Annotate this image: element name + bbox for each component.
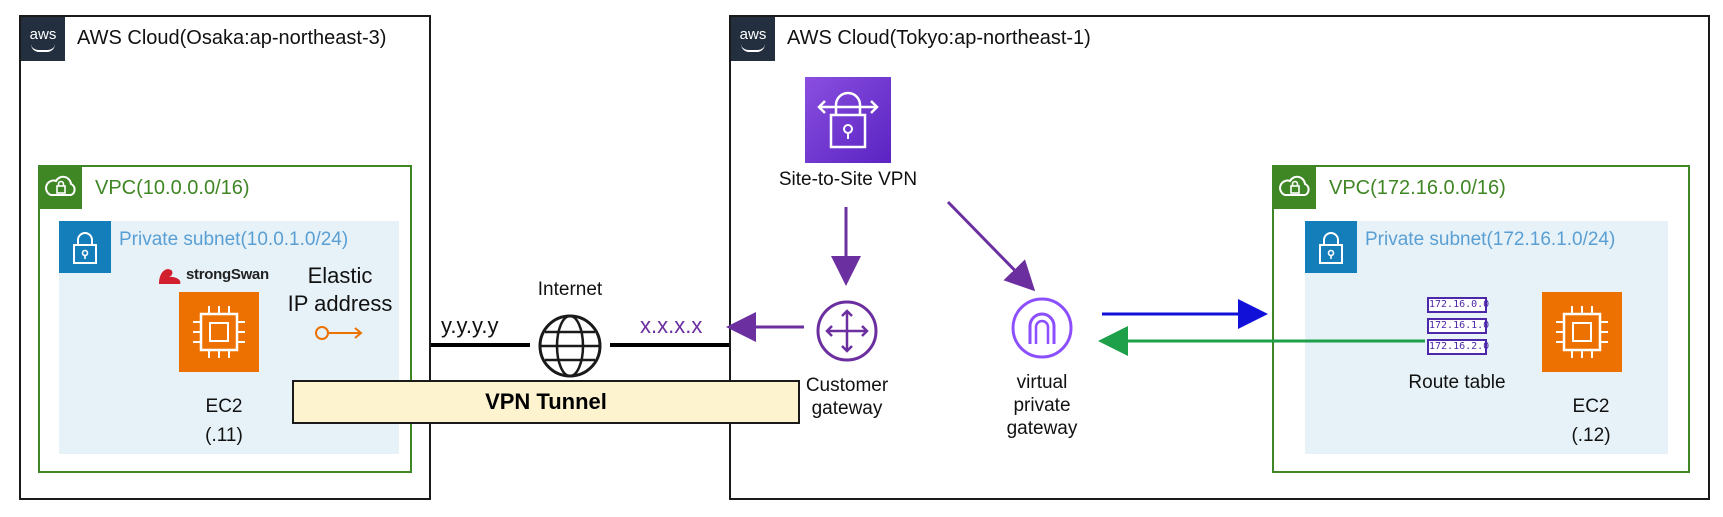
right-ec2-label: EC2 (.12) [1546,392,1636,450]
right-ec2-icon [1542,292,1622,372]
route-table-row: 172.16.2.0 [1427,339,1489,355]
right-ec2-ip: (.12) [1571,425,1611,446]
strongswan-label: strongSwan [186,266,269,283]
internet-label: Internet [537,279,603,300]
vpg-label: virtual private gateway [990,371,1094,440]
customer-gateway-label: Customer gateway [796,374,898,420]
route-table-row: 172.16.0.0 [1427,297,1489,313]
site-to-site-vpn-icon [805,77,891,163]
vpg-line1: virtual [1016,372,1068,393]
subnet-lock-icon [1305,221,1357,273]
left-subnet-title: Private subnet(10.0.1.0/24) [119,229,349,250]
left-ec2-label: EC2 (.11) [179,392,269,450]
left-ec2-name: EC2 [205,396,243,417]
subnet-lock-icon [59,221,111,273]
tokyo-cloud-group: aws AWS Cloud(Tokyo:ap-northeast-1) VPC(… [729,15,1710,500]
site-to-site-vpn-label: Site-to-Site VPN [778,169,918,190]
aws-badge-text: aws [739,26,767,43]
vpn-to-vgw-arrow [946,200,1036,292]
customer-gateway-line2: gateway [811,398,883,419]
strongswan-logo: strongSwan [156,262,276,288]
elastic-ip-label: Elastic IP address [282,262,398,318]
right-vpc-group: VPC(172.16.0.0/16) Private subnet(172.16… [1272,165,1690,473]
elastic-ip-line1: Elastic [307,263,373,288]
aws-badge-text: aws [29,26,57,43]
tokyo-cloud-title: AWS Cloud(Tokyo:ap-northeast-1) [787,27,1091,49]
elastic-ip-icon [315,326,363,340]
vpc-cloud-lock-icon [40,167,82,209]
aws-logo-icon: aws [731,17,775,61]
vpc-cloud-lock-icon [1274,167,1316,209]
virtual-private-gateway-icon [1011,297,1073,359]
right-ec2-name: EC2 [1572,396,1610,417]
vpn-tunnel-bar: VPN Tunnel [292,380,800,424]
left-ec2-ip: (.11) [205,425,243,446]
globe-icon [538,314,602,378]
right-private-subnet: Private subnet(172.16.1.0/24) [1305,221,1668,454]
elastic-ip-line2: IP address [287,291,393,316]
customer-gateway-icon [816,300,878,362]
vpg-line3: gateway [1006,418,1078,439]
customer-gateway-line1: Customer [805,375,889,396]
osaka-cloud-title: AWS Cloud(Osaka:ap-northeast-3) [77,27,387,49]
left-ec2-icon [179,292,259,372]
strongswan-swan-icon [159,269,181,284]
vpg-line2: private [1013,395,1071,416]
route-table-label: Route table [1408,372,1506,393]
ip-left: y.y.y.y [441,313,499,338]
aws-logo-icon: aws [21,17,65,61]
left-vpc-title: VPC(10.0.0.0/16) [95,177,250,199]
route-table-row: 172.16.1.0 [1427,318,1489,334]
right-vpc-title: VPC(172.16.0.0/16) [1329,177,1506,199]
ip-right: x.x.x.x [640,313,703,338]
right-subnet-title: Private subnet(172.16.1.0/24) [1365,229,1616,250]
